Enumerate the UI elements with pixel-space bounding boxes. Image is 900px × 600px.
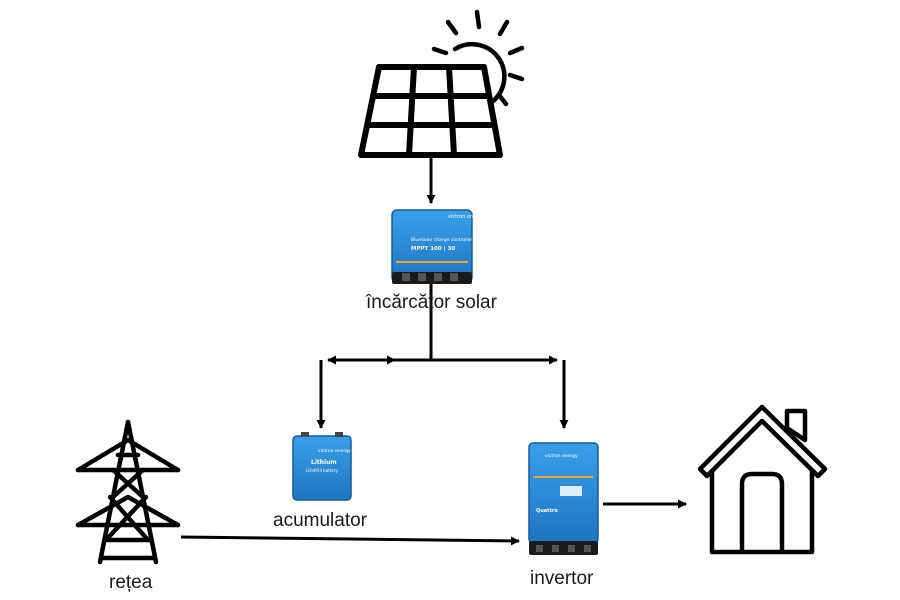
charger-line1: BlueSolar charge controller: [411, 237, 472, 243]
inverter-label: invertor: [530, 568, 594, 589]
battery-line1: Lithium: [311, 459, 337, 466]
charger-line2: MPPT 100 | 30: [411, 246, 455, 252]
solar-panel-icon: [358, 64, 503, 158]
battery-device: victron energy Lithium LiFePO4 battery: [292, 432, 352, 501]
solar-charger-device: victron energy BlueSolar charge controll…: [391, 209, 484, 284]
distribution-lines: [316, 284, 569, 429]
battery-line2: LiFePO4 battery: [306, 468, 338, 473]
sun-icon: [431, 9, 525, 107]
battery-brand: victron energy: [318, 448, 351, 454]
charger-brand: victron energy: [448, 214, 484, 220]
arrow-grid-to-inverter: [180, 535, 520, 546]
grid-label: rețea: [109, 572, 153, 593]
house-icon: [697, 404, 828, 555]
charger-label: încărcător solar: [366, 292, 497, 313]
power-pylon-icon: [75, 419, 181, 565]
inverter-device: victron energy Quattro: [528, 442, 599, 555]
inverter-brand: victron energy: [545, 453, 578, 459]
battery-label: acumulator: [273, 510, 367, 531]
inverter-model: Quattro: [536, 508, 558, 514]
